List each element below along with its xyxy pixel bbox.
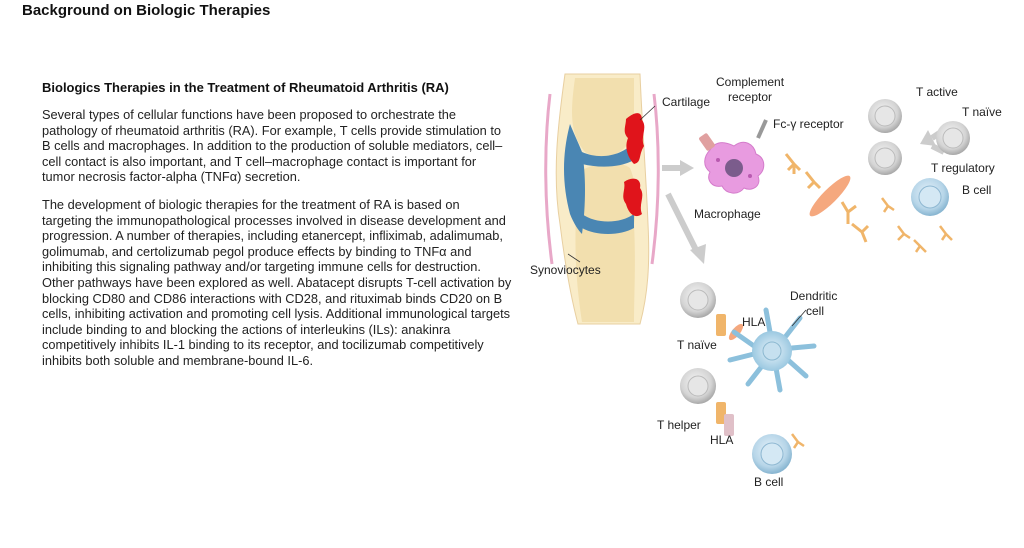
label-b-cell-top: B cell — [962, 183, 991, 197]
b-cell-bottom — [752, 433, 805, 474]
label-t-helper: T helper — [657, 418, 701, 432]
label-complement-1: Complement — [716, 75, 785, 89]
macrophage-cell — [699, 119, 768, 194]
b-cell-top — [911, 178, 949, 216]
antibodies-cluster-center — [784, 153, 870, 243]
ra-pathology-diagram: Cartilage Synoviocytes Complement recept… — [530, 64, 1024, 548]
t-cell-regulatory — [868, 141, 902, 175]
label-hla-top: HLA — [742, 315, 765, 329]
label-t-active: T active — [916, 85, 958, 99]
t-cell-naive-top — [936, 121, 970, 155]
label-fc-receptor: Fc-γ receptor — [773, 117, 844, 131]
joint-illustration — [544, 73, 660, 325]
paragraph-therapies: The development of biologic therapies fo… — [42, 196, 512, 368]
label-t-naive-top: T naïve — [962, 105, 1002, 119]
t-cell-helper — [680, 368, 716, 404]
label-dendritic-2: cell — [806, 304, 824, 318]
label-t-naive-bottom: T naïve — [677, 338, 717, 352]
label-b-cell-bottom: B cell — [754, 475, 783, 489]
page-title: Background on Biologic Therapies — [22, 2, 271, 19]
section-heading: Biologics Therapies in the Treatment of … — [42, 80, 449, 95]
label-complement-2: receptor — [728, 90, 772, 104]
label-cartilage: Cartilage — [662, 95, 710, 109]
paragraph-intro: Several types of cellular functions have… — [42, 107, 503, 185]
article-body: Biologics Therapies in the Treatment of … — [42, 80, 512, 381]
t-cell-naive-bottom — [680, 282, 716, 318]
label-dendritic-1: Dendritic — [790, 289, 837, 303]
flow-arrows — [662, 127, 946, 264]
antibodies-cluster-right — [881, 197, 953, 253]
hla-receptor-bottom — [716, 402, 734, 436]
dendritic-cell — [727, 307, 817, 393]
t-cell-active — [868, 99, 902, 133]
label-macrophage: Macrophage — [694, 207, 761, 221]
label-synoviocytes: Synoviocytes — [530, 263, 601, 277]
label-t-regulatory: T regulatory — [931, 161, 995, 175]
label-hla-bottom: HLA — [710, 433, 733, 447]
